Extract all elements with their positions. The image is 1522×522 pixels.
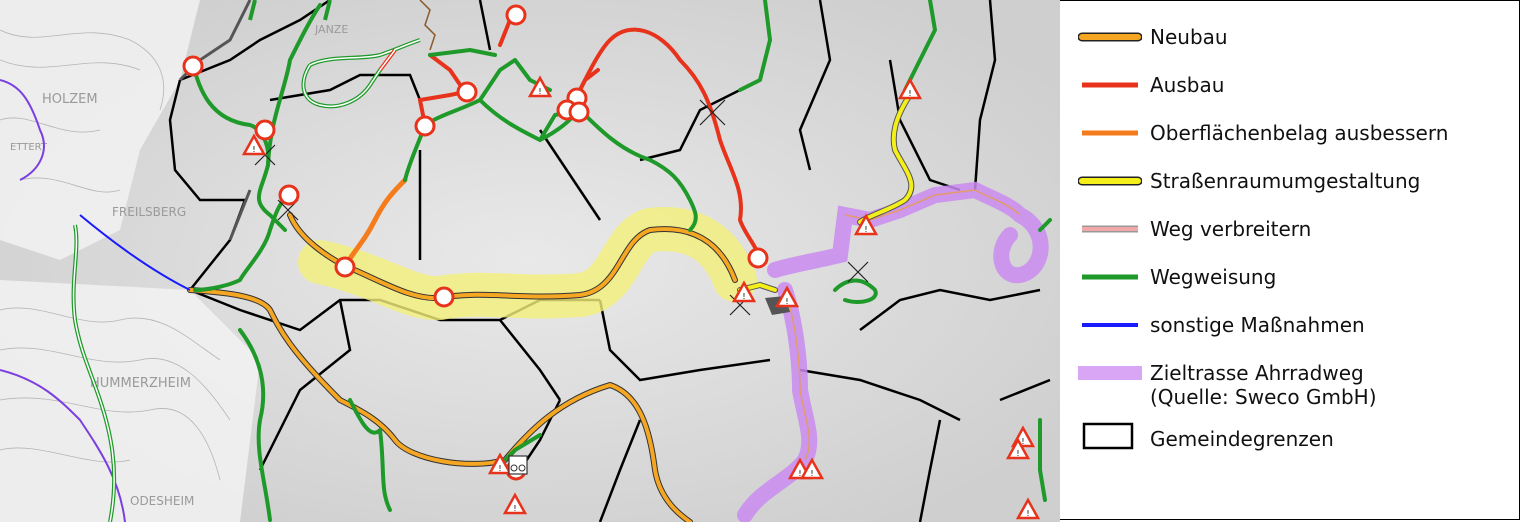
double-line-roads	[71, 0, 421, 522]
legend-symbol-sonstige	[1082, 323, 1138, 327]
topo-area-lowerleft	[0, 280, 260, 522]
legend-item-weg-verbreitern: Weg verbreitern	[1068, 212, 1513, 260]
legend-symbol-ausbau	[1082, 82, 1138, 88]
legend-item-sonstige: sonstige Maßnahmen	[1068, 308, 1513, 356]
legend-label-sonstige: sonstige Maßnahmen	[1150, 313, 1365, 337]
legend-item-neubau: Neubau	[1068, 20, 1513, 68]
legend-item-gemeindegrenzen: Gemeindegrenzen	[1068, 422, 1513, 470]
legend-item-wegweisung: Wegweisung	[1068, 260, 1513, 308]
legend-label-zieltrasse: Zieltrasse Ahrradweg	[1150, 361, 1364, 385]
legend-symbol-neubau	[1078, 32, 1142, 42]
map-canvas[interactable]: ! HOLZEM ETTERT FREILSBERG HUMMERZHEIM O…	[0, 0, 1060, 522]
legend-symbol-gemeindegrenzen	[1082, 422, 1134, 450]
legend-item-ausbau: Ausbau	[1068, 68, 1513, 116]
legend-label-ausbau: Ausbau	[1150, 73, 1225, 97]
municipal-boundaries	[168, 0, 1051, 522]
place-label-holzem: HOLZEM	[42, 92, 98, 107]
zieltrasse-centerline	[784, 189, 1021, 461]
place-label-ettert: ETTERT	[10, 142, 48, 153]
place-label-freilsberg: FREILSBERG	[112, 205, 186, 219]
legend-label-neubau: Neubau	[1150, 25, 1228, 49]
legend-item-oberflaeche: Oberflächenbelag ausbessern	[1068, 116, 1513, 164]
legend-item-zieltrasse: Zieltrasse Ahrradweg (Quelle: Sweco GmbH…	[1068, 356, 1513, 418]
brown-trail	[419, 0, 436, 51]
oberflaechenbelag-routes	[342, 177, 408, 269]
legend-symbol-wegweisung	[1082, 274, 1138, 280]
legend: Neubau Ausbau Oberflächenbelag ausbesser…	[1068, 20, 1513, 470]
legend-label-oberflaeche: Oberflächenbelag ausbessern	[1150, 121, 1449, 145]
legend-label-gemeindegrenzen: Gemeindegrenzen	[1150, 427, 1334, 451]
place-label-hummerzheim: HUMMERZHEIM	[90, 376, 191, 391]
legend-label-weg-verbreitern: Weg verbreitern	[1150, 217, 1312, 241]
contour-lines	[0, 29, 231, 481]
legend-item-strassenraum: Straßenraumumgestaltung	[1068, 164, 1513, 212]
legend-label-strassenraum: Straßenraumumgestaltung	[1150, 169, 1421, 193]
legend-symbol-weg-verbreitern	[1082, 225, 1138, 233]
legend-label-zieltrasse-source: (Quelle: Sweco GmbH)	[1150, 385, 1377, 409]
bicycle-sign-icon[interactable]	[508, 455, 528, 475]
purple-route-lines	[0, 79, 126, 522]
legend-label-wegweisung: Wegweisung	[1150, 265, 1277, 289]
legend-symbol-strassenraum	[1078, 176, 1142, 186]
place-label-janze: JANZE	[314, 23, 348, 36]
place-label-odesheim: ODESHEIM	[130, 494, 194, 508]
sonstige-routes	[79, 214, 191, 291]
legend-symbol-zieltrasse	[1078, 366, 1142, 380]
legend-symbol-oberflaeche	[1082, 130, 1138, 136]
